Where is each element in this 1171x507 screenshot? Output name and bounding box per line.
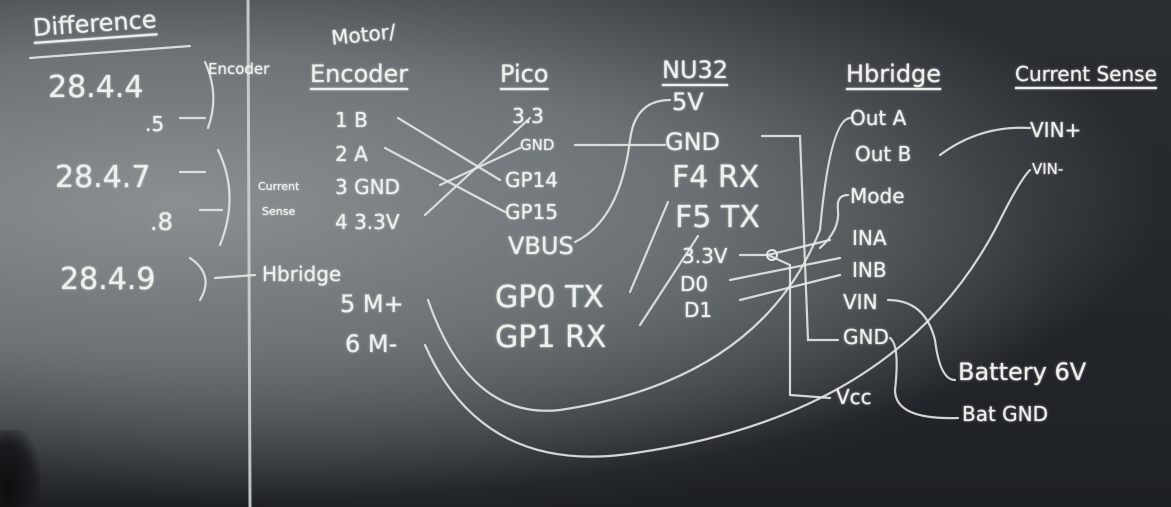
motor-pin-2: 2 A [335,142,368,166]
wire-33-33 [423,116,532,217]
wire-d0-inb [728,256,842,282]
pico-title: Pico [500,60,549,88]
wire-gnd-gnd [438,146,522,187]
battery-6v-label: Battery 6V [958,358,1087,386]
hbridge-pin-ina: INA [852,226,887,250]
pico-pin-gp1: GP1 RX [495,320,607,355]
current-pin-vinminus: VIN- [1032,160,1064,178]
hbridge-pointer [213,273,257,280]
side-label-sense: Sense [262,205,296,218]
wire-outb-vinplus [938,126,1032,157]
hbridge-pin-gnd: GND [843,325,889,349]
bracket-1 [203,60,215,130]
nu32-pin-33v: 3.3V [682,244,728,268]
wire-vbus-5v [573,98,672,244]
nu32-pin-d0: D0 [680,272,709,296]
wire-gnd-batgnd [888,336,960,420]
pico-pin-gp14: GP14 [505,168,559,192]
hbridge-pin-vcc: Vcc [836,385,872,409]
nu32-pin-d1: D1 [684,298,713,322]
bracket-2 [216,148,231,247]
value-4: .8 [150,208,173,236]
wire-33-vcc [738,253,832,400]
junction-dot [766,249,778,261]
motor-pin-6: 6 M- [345,330,398,358]
nu32-pin-gnd: GND [665,128,721,156]
hbridge-pin-outa: Out A [850,106,907,130]
wire-gp0-f4 [628,200,670,294]
hbridge-pin-outb: Out B [855,142,912,166]
wire-a-gp15 [383,146,507,214]
nu32-title: NU32 [662,56,729,84]
heading-underline [28,44,192,60]
nu32-pin-5v: 5V [672,88,704,116]
wire-gnd-hbridge-gnd [760,134,840,342]
motor-pin-1: 1 B [335,108,368,132]
value-2: .5 [145,112,165,136]
value-5: 28.4.9 [60,262,156,297]
pico-pin-33: 3.3 [512,104,544,128]
wire-mplus-outa [426,116,852,412]
motor-title: Encoder [310,60,409,88]
wire-mminus-vinminus [423,168,1032,458]
bracket-3 [188,256,207,302]
hbridge-pin-inb: INB [852,258,887,282]
pico-pin-gp15: GP15 [505,200,559,224]
side-label-hbridge: Hbridge [262,262,342,286]
hbridge-pin-vin: VIN [843,290,878,314]
battery-gnd-label: Bat GND [962,402,1049,426]
wire-b-gp14 [396,116,502,182]
nu32-pin-f4rx: F4 RX [672,160,760,195]
wire-mode [818,193,850,250]
pico-pin-vbus: VBUS [508,232,574,260]
foreground-object [0,430,40,507]
current-pin-vinplus: VIN+ [1030,118,1082,142]
hbridge-pin-mode: Mode [850,184,905,208]
value-1: 28.4.4 [48,70,144,105]
pico-pin-gnd: GND [520,136,555,154]
side-label-encoder: Encoder [208,60,270,78]
hbridge-title: Hbridge [846,60,942,88]
current-sense-title: Current Sense [1015,62,1157,86]
wire-vin-battery [886,298,957,382]
board-divider-line [246,0,252,507]
nu32-pin-f5tx: F5 TX [675,200,760,235]
side-label-current: Current [258,180,300,193]
value-arrows [178,116,224,212]
motor-pin-4: 4 3.3V [335,210,400,234]
wire-33-ina [766,238,832,257]
wire-gp1-f5 [638,234,700,327]
motor-pin-5: 5 M+ [340,290,404,318]
value-3: 28.4.7 [55,160,151,195]
motor-pin-3: 3 GND [335,175,400,199]
pico-pin-gp0: GP0 TX [495,280,604,315]
